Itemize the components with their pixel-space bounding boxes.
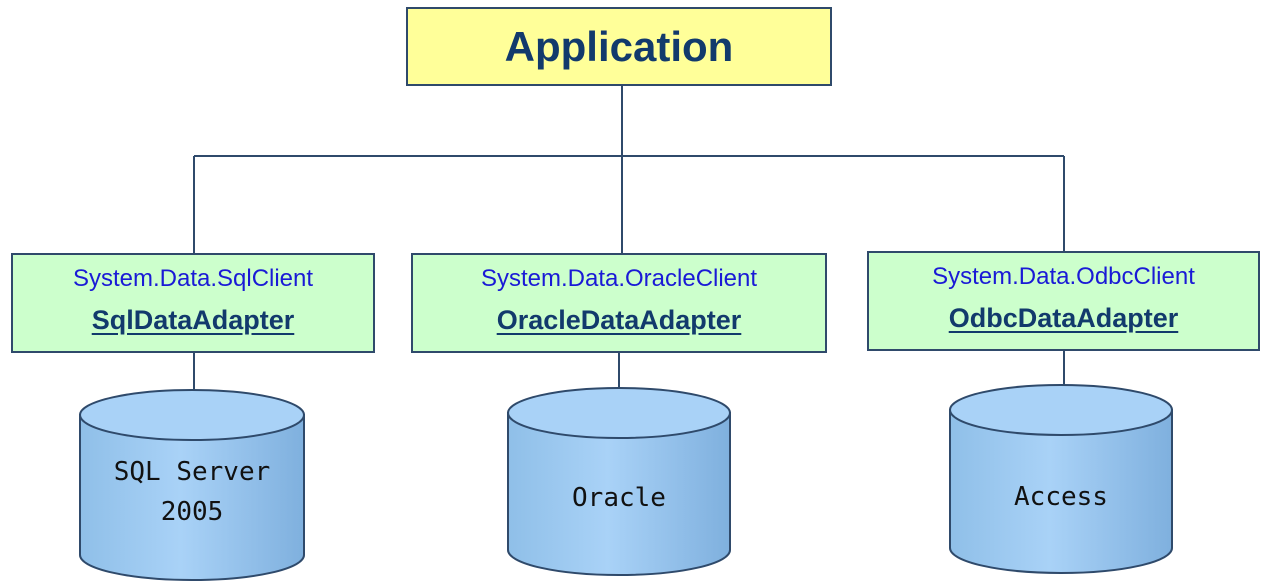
database-cylinder-sqlserver [79,389,305,581]
database-label-oracle: Oracle [508,478,730,518]
database-cylinder-oracle [507,387,731,576]
application-box: Application [406,7,832,86]
database-name-line1: Access [1014,482,1108,512]
data-adapter-label: OracleDataAdapter [496,305,742,335]
database-cylinder-access [949,384,1173,574]
provider-box-sqlclient: System.Data.SqlClient SqlDataAdapter [11,253,375,353]
database-label-access: Access [950,477,1172,517]
provider-box-odbcclient: System.Data.OdbcClient OdbcDataAdapter [867,251,1260,351]
data-adapter-label: SqlDataAdapter [91,305,295,335]
provider-namespace: System.Data.OdbcClient [932,263,1195,290]
provider-namespace: System.Data.OracleClient [480,265,758,292]
application-label: Application [504,22,734,70]
database-label-sqlserver: SQL Server 2005 [80,452,304,532]
provider-namespace: System.Data.SqlClient [72,265,314,292]
database-name-line2: 2005 [160,497,224,527]
provider-box-oracleclient: System.Data.OracleClient OracleDataAdapt… [411,253,827,353]
data-adapter-label: OdbcDataAdapter [948,303,1179,333]
database-name-line1: Oracle [572,483,666,513]
database-name-line1: SQL Server [113,457,271,487]
